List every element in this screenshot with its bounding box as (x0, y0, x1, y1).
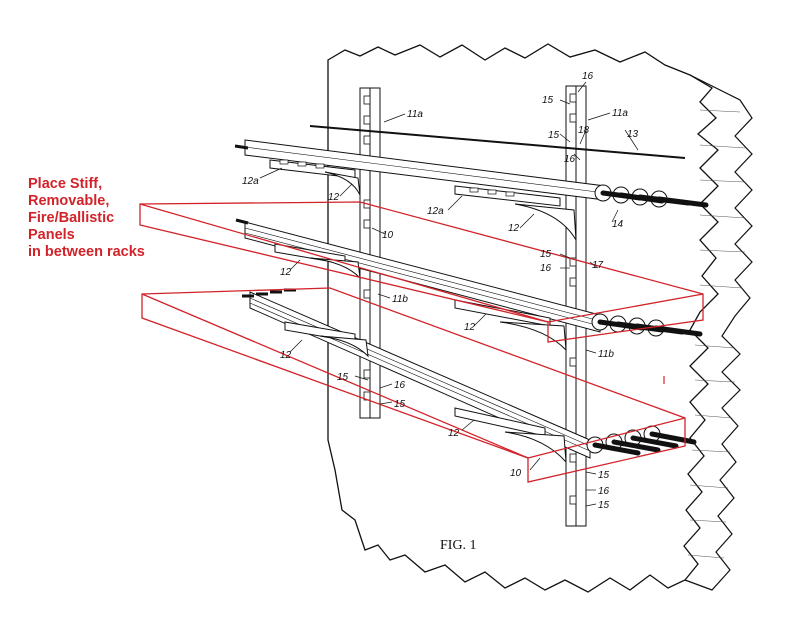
top-rod (309, 125, 686, 159)
ref-15-d: 15 (394, 399, 406, 410)
ref-12-d: 12 (464, 322, 476, 333)
figure-caption: FIG. 1 (440, 538, 477, 553)
ref-12-f: 12 (448, 428, 460, 439)
ref-11a-right: 11a (612, 108, 628, 119)
ref-12-b: 12 (508, 223, 520, 234)
ref-17: 17 (592, 260, 604, 271)
ref-14: 14 (612, 219, 624, 230)
ref-15-mid: 15 (548, 130, 560, 141)
ref-12-e: 12 (280, 350, 292, 361)
ref-16-d: 16 (598, 486, 610, 497)
callout-line: Removable, (28, 193, 110, 209)
panel-callout: Place Stiff, Removable, Fire/Ballistic P… (28, 176, 218, 261)
ref-16-c: 16 (394, 380, 406, 391)
ref-11b-left: 11b (392, 294, 408, 305)
ref-15-f: 15 (598, 500, 610, 511)
callout-line: in between racks (28, 244, 145, 260)
ref-13: 13 (627, 129, 639, 140)
ref-18: 18 (578, 125, 590, 136)
ref-10-b: 10 (510, 468, 522, 479)
callout-line: Fire/Ballistic (28, 210, 115, 226)
ref-12-a: 12 (328, 192, 340, 203)
callout-line: Panels (28, 227, 75, 243)
ref-12a-mid: 12a (427, 206, 444, 217)
tray-bottom (284, 321, 567, 464)
ref-10-a: 10 (382, 230, 394, 241)
cable-bundle-top (234, 139, 709, 208)
red-panel-lower (141, 287, 686, 483)
ref-15-c: 15 (337, 372, 349, 383)
ref-16-b: 16 (540, 263, 552, 274)
callout-line: Place Stiff, (28, 176, 103, 192)
ref-12a-left: 12a (242, 176, 259, 187)
red-panel-upper (139, 201, 704, 343)
ref-15-b: 15 (540, 249, 552, 260)
ref-11b-right: 11b (598, 349, 614, 360)
tray-middle (274, 243, 567, 352)
ref-11a-left: 11a (407, 109, 423, 120)
ref-12-c: 12 (280, 267, 292, 278)
ref-16-mid: 16 (564, 154, 576, 165)
ref-15-top: 15 (542, 95, 554, 106)
ref-16-top: 16 (582, 71, 594, 82)
wall-thickness (684, 74, 753, 591)
ref-15-e: 15 (598, 470, 610, 481)
